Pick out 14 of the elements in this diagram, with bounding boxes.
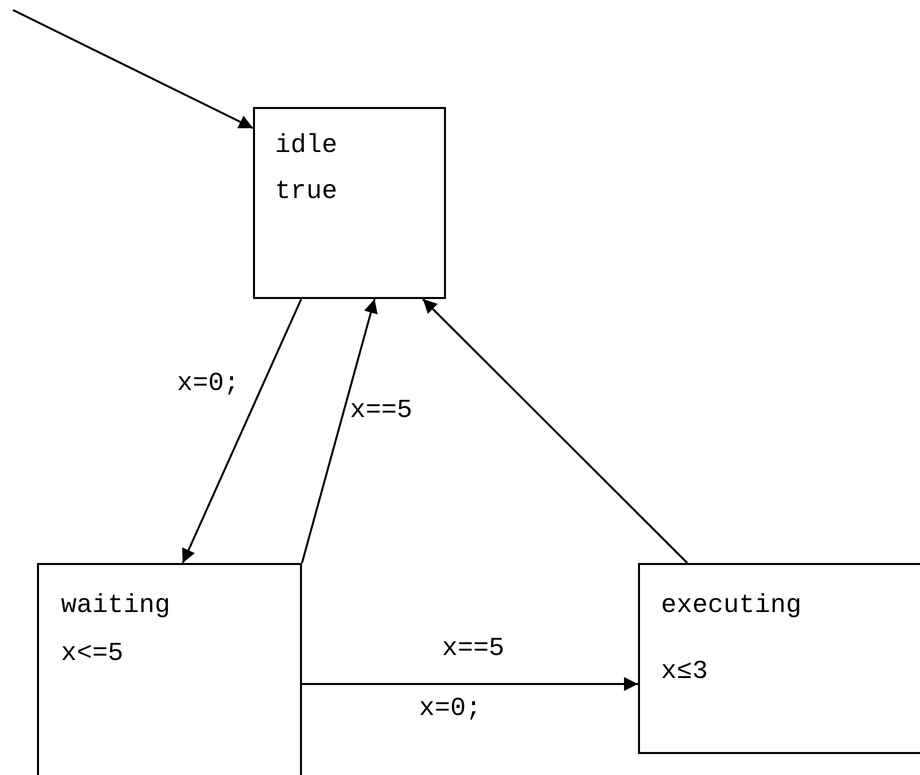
arrow	[182, 298, 302, 564]
state-invariant: x≤3	[661, 658, 708, 684]
state-box	[638, 563, 920, 754]
state-invariant: true	[275, 178, 338, 204]
arrow	[422, 298, 688, 564]
state-box	[37, 563, 302, 775]
state-invariant: x<=5	[61, 640, 124, 666]
arrow	[12, 9, 254, 130]
state-box	[253, 107, 446, 299]
state-name: executing	[661, 592, 802, 618]
arrow	[301, 298, 378, 564]
state-name: waiting	[61, 592, 170, 618]
arrow	[302, 677, 638, 691]
state-name: idle	[275, 132, 338, 158]
